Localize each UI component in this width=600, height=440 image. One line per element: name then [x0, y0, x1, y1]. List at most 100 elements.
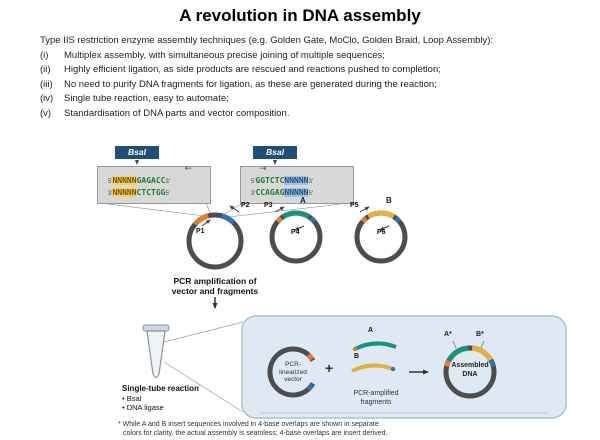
primer-label-p5: P5: [350, 202, 359, 209]
vector-caption-line1: PCR-: [285, 361, 301, 368]
recognition-site: CCAGAG: [255, 188, 285, 197]
zoom-line: [99, 202, 206, 217]
assembled-b-segment: [471, 345, 493, 362]
linearized-vector-ring: [267, 346, 316, 398]
assembled-dna-caption: Assembled DNA: [446, 362, 494, 379]
assembled-ring: [443, 345, 497, 399]
assembled-caption-line2: DNA: [462, 370, 478, 378]
seq-bottom-strand: 3'NNNNNCTCTGG5': [108, 188, 170, 197]
linearized-vector-caption: PCR- linearized vector: [269, 361, 317, 384]
tube-item-ligase: • DNA ligase: [122, 403, 164, 412]
panel-fragment-b-label: B: [354, 353, 360, 360]
tube-callout-lines: [163, 321, 244, 413]
tube-item-bsal: • BsaI: [122, 393, 142, 403]
orange-junction: [444, 359, 452, 367]
intro-item: (i) Multiplex assembly, with simultaneou…: [40, 49, 580, 64]
item-text: Multiplex assembly, with simultaneous pr…: [64, 49, 385, 61]
footnote: * While A and B insert sequences involve…: [118, 420, 538, 438]
item-number: (iv): [40, 93, 54, 104]
primer-arrow: [229, 205, 240, 213]
plus-sign: +: [325, 360, 334, 376]
primer-label-p6: P6: [377, 229, 386, 236]
intro-item: (iii) No need to purify DNA fragments fo…: [40, 78, 580, 93]
plasmid-fragment-a: [269, 206, 323, 264]
intro-item: (v) Standardisation of DNA parts and vec…: [40, 107, 580, 122]
intro-item: (ii) Highly efficient ligation, as side …: [40, 63, 580, 78]
footnote-line1: * While A and B insert sequences involve…: [118, 421, 379, 428]
vector-caption-line3: vector: [284, 376, 302, 383]
a-arc: [354, 341, 397, 351]
fragment-a-segment: [281, 210, 311, 219]
primer-arrow: [379, 225, 390, 231]
orange-end: [306, 353, 315, 361]
fragments-caption-line1: PCR-amplified: [353, 390, 399, 397]
primer-arrow: [294, 225, 305, 231]
recognition-site: GGTCTC: [255, 176, 285, 185]
pcr-step-line2: vector and fragments: [171, 286, 259, 296]
vector-ring: [186, 212, 244, 270]
fragment-a-label: A: [300, 196, 306, 205]
item-text: Highly efficient ligation, as side produ…: [64, 64, 441, 75]
primer-arrow: [274, 206, 285, 213]
recognition-site: GAGACC: [136, 176, 166, 185]
fragment-b-arc: [351, 363, 396, 373]
intro-block: Type IIS restriction enzyme assembly tec…: [40, 34, 580, 121]
item-number: (ii): [40, 64, 51, 75]
seq-top-strand: 5'NNNNNGAGACC3': [108, 176, 170, 185]
item-number: (i): [40, 49, 49, 61]
primer-label-p2: P2: [241, 202, 250, 209]
blue-end: [306, 383, 315, 391]
open-ring: [267, 346, 316, 398]
primer-direction-right-icon: →: [259, 164, 267, 174]
b-blue-end: [390, 366, 396, 372]
end-label: 3': [251, 191, 256, 197]
primer-arrow: [201, 219, 211, 227]
plasmid-vector: [186, 205, 244, 270]
primer-label-p4: P4: [291, 229, 300, 236]
a-star-leader: [452, 340, 457, 349]
vector-caption-line2: linearized: [279, 368, 307, 376]
item-number: (v): [40, 107, 52, 119]
assembled-caption-line1: Assembled: [451, 362, 489, 369]
assembled-plasmid: [443, 340, 497, 399]
primer-direction-left-icon: ←: [184, 164, 192, 174]
plasmid-fragment-b: [354, 206, 408, 264]
end-label: 3': [308, 179, 313, 185]
assembled-a-segment: [447, 345, 469, 362]
fragment-b-label: B: [386, 196, 392, 205]
vector-blue-site: [220, 213, 236, 225]
blue-junction: [394, 216, 402, 224]
pcr-step-line1: PCR amplification of: [173, 276, 257, 286]
n-overhang: NNNNN: [284, 176, 309, 185]
pcr-step-caption: PCR amplification of vector and fragment…: [148, 276, 282, 296]
n-overhang: NNNNN: [112, 176, 137, 185]
end-label: 3': [165, 179, 170, 185]
tube-title: Single-tube reaction: [122, 384, 199, 393]
seq-top-strand: 5'GGTCTCNNNNN3': [251, 176, 313, 185]
callout-line: [163, 361, 244, 413]
primer-arrow: [359, 206, 370, 213]
b-star-leader: [480, 340, 485, 349]
vector-orange-site: [193, 213, 210, 227]
primer-label-p1: P1: [196, 228, 205, 235]
end-label: 5': [251, 179, 256, 185]
blue-junction: [309, 216, 317, 224]
item-text: Standardisation of DNA parts and vector …: [64, 107, 290, 119]
orange-junction: [360, 216, 368, 224]
b-star-label: B*: [476, 331, 484, 338]
tube-caption: Single-tube reaction • BsaI • DNA ligase: [122, 384, 232, 413]
recognition-site: CTCTGG: [136, 188, 166, 197]
tube-cap: [142, 324, 170, 332]
item-text: Single tube reaction, easy to automate;: [64, 93, 229, 104]
bsal-label-right: BsaI: [253, 146, 297, 159]
intro-lead: Type IIS restriction enzyme assembly tec…: [40, 35, 494, 46]
bsal-pointer-arrows: [135, 160, 277, 165]
orange-junction: [275, 216, 283, 224]
footnote-line2: colors for clarity, the actual assembly …: [123, 430, 388, 437]
callout-line: [163, 321, 244, 343]
item-text: No need to purify DNA fragments for liga…: [64, 78, 437, 90]
amplified-fragments-caption: PCR-amplified fragments: [338, 390, 414, 407]
b-arc: [351, 363, 394, 373]
